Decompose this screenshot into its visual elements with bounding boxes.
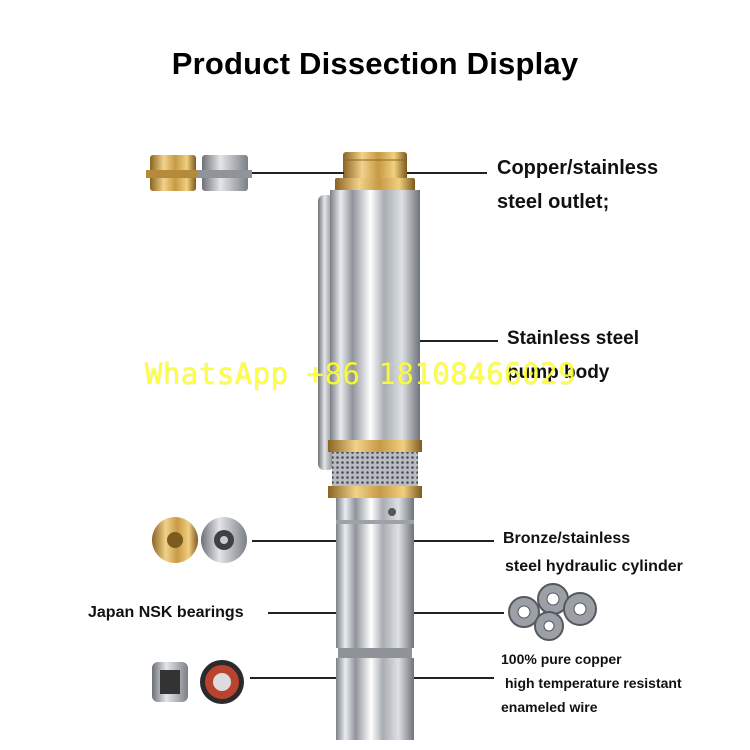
brass-band-upper bbox=[328, 440, 422, 452]
whatsapp-watermark: WhatsApp +86 18108466029 bbox=[145, 357, 577, 391]
bearings-left-line bbox=[268, 612, 336, 614]
page-title: Product Dissection Display bbox=[171, 46, 579, 81]
winding-left-line bbox=[250, 677, 336, 679]
cylinder-right-line bbox=[414, 540, 494, 542]
body-line bbox=[420, 340, 498, 342]
outlet-left-line bbox=[252, 172, 344, 174]
body-label-line2: pump body bbox=[507, 362, 610, 383]
inlet-mesh bbox=[332, 452, 418, 488]
cylinder-left-line bbox=[252, 540, 336, 542]
cylinder-label-line2: steel hydraulic cylinder bbox=[505, 558, 683, 575]
bearings-image bbox=[508, 583, 597, 641]
bearings-right-line bbox=[414, 612, 504, 614]
winding-right-line bbox=[414, 677, 494, 679]
wire-label-line2: high temperature resistant bbox=[505, 675, 682, 691]
motor-base bbox=[336, 658, 414, 740]
cylinder-label-line1: Bronze/stainless bbox=[503, 530, 631, 547]
pump-outlet bbox=[335, 152, 415, 192]
winding-image bbox=[152, 660, 244, 704]
bearings-label: Japan NSK bearings bbox=[88, 604, 244, 621]
brass-band-lower bbox=[328, 486, 422, 498]
wire-label-line1: 100% pure copper bbox=[501, 651, 622, 667]
outlet-parts-image bbox=[146, 155, 252, 191]
outlet-label-line1: Copper/stainless bbox=[497, 157, 659, 179]
wire-label-line3: enameled wire bbox=[501, 699, 598, 715]
cylinder-parts-image bbox=[152, 517, 247, 563]
body-label-line1: Stainless steel bbox=[507, 328, 640, 349]
outlet-label-line2: steel outlet; bbox=[497, 191, 610, 213]
outlet-right-line bbox=[407, 172, 487, 174]
pump-body bbox=[330, 190, 420, 445]
